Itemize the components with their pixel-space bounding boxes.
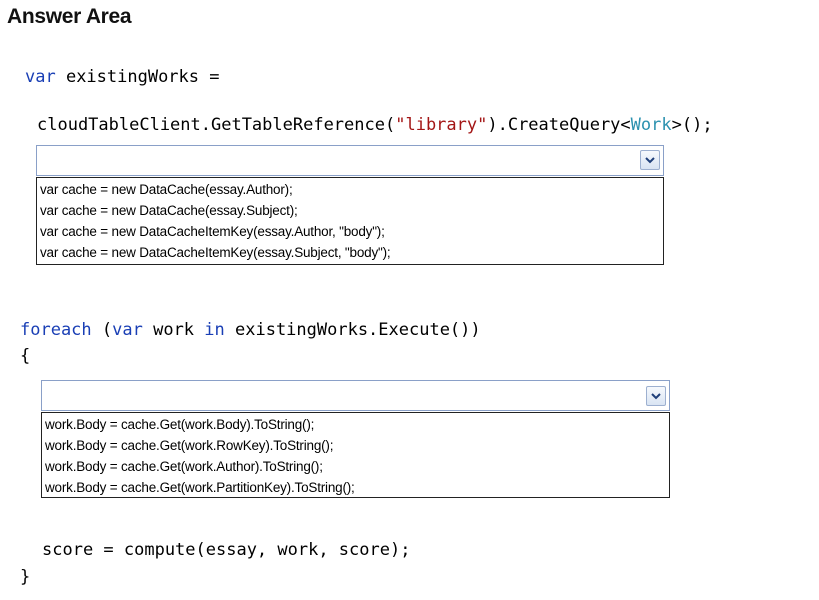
close-brace: } bbox=[20, 567, 31, 587]
answer-area-title: Answer Area bbox=[7, 5, 132, 28]
code-text: cloudTableClient.GetTableReference( bbox=[37, 115, 396, 135]
code-line-foreach: foreach (var work in existingWorks.Execu… bbox=[20, 320, 481, 340]
dropdown-selected-field[interactable] bbox=[41, 380, 670, 411]
code-text: ( bbox=[91, 320, 113, 340]
string-literal: "library" bbox=[395, 115, 488, 135]
code-line-score: score = compute(essay, work, score); bbox=[42, 540, 411, 560]
keyword-var: var bbox=[112, 320, 143, 340]
dropdown-option[interactable]: work.Body = cache.Get(work.PartitionKey)… bbox=[45, 480, 355, 495]
cache-declaration-dropdown[interactable]: var cache = new DataCache(essay.Author);… bbox=[36, 145, 664, 265]
dropdown-selected-field[interactable] bbox=[36, 145, 664, 176]
chevron-down-icon bbox=[645, 156, 655, 163]
dropdown-options-list: work.Body = cache.Get(work.Body).ToStrin… bbox=[41, 412, 670, 498]
dropdown-toggle-button[interactable] bbox=[646, 386, 666, 406]
type-name: Work bbox=[630, 115, 672, 135]
dropdown-option[interactable]: var cache = new DataCacheItemKey(essay.S… bbox=[40, 245, 391, 260]
dropdown-option[interactable]: var cache = new DataCache(essay.Subject)… bbox=[40, 203, 298, 218]
keyword-foreach: foreach bbox=[20, 320, 92, 340]
dropdown-option[interactable]: work.Body = cache.Get(work.Author).ToStr… bbox=[45, 459, 323, 474]
code-line-existing-works: var existingWorks = bbox=[25, 67, 219, 87]
code-text: existingWorks = bbox=[55, 67, 220, 87]
body-assignment-dropdown[interactable]: work.Body = cache.Get(work.Body).ToStrin… bbox=[41, 380, 670, 498]
dropdown-option[interactable]: work.Body = cache.Get(work.Body).ToStrin… bbox=[45, 417, 315, 432]
dropdown-option[interactable]: var cache = new DataCache(essay.Author); bbox=[40, 182, 293, 197]
code-text: work bbox=[142, 320, 205, 340]
dropdown-option[interactable]: work.Body = cache.Get(work.RowKey).ToStr… bbox=[45, 438, 334, 453]
keyword-in: in bbox=[204, 320, 225, 340]
dropdown-option[interactable]: var cache = new DataCacheItemKey(essay.A… bbox=[40, 224, 385, 239]
keyword-var: var bbox=[25, 67, 56, 87]
code-text: >(); bbox=[671, 115, 713, 135]
code-text: ).CreateQuery< bbox=[487, 115, 631, 135]
dropdown-toggle-button[interactable] bbox=[640, 150, 660, 170]
code-text: existingWorks.Execute()) bbox=[224, 320, 481, 340]
open-brace: { bbox=[20, 346, 31, 366]
chevron-down-icon bbox=[651, 392, 661, 399]
code-line-create-query: cloudTableClient.GetTableReference("libr… bbox=[37, 115, 713, 135]
dropdown-options-list: var cache = new DataCache(essay.Author);… bbox=[36, 177, 664, 265]
